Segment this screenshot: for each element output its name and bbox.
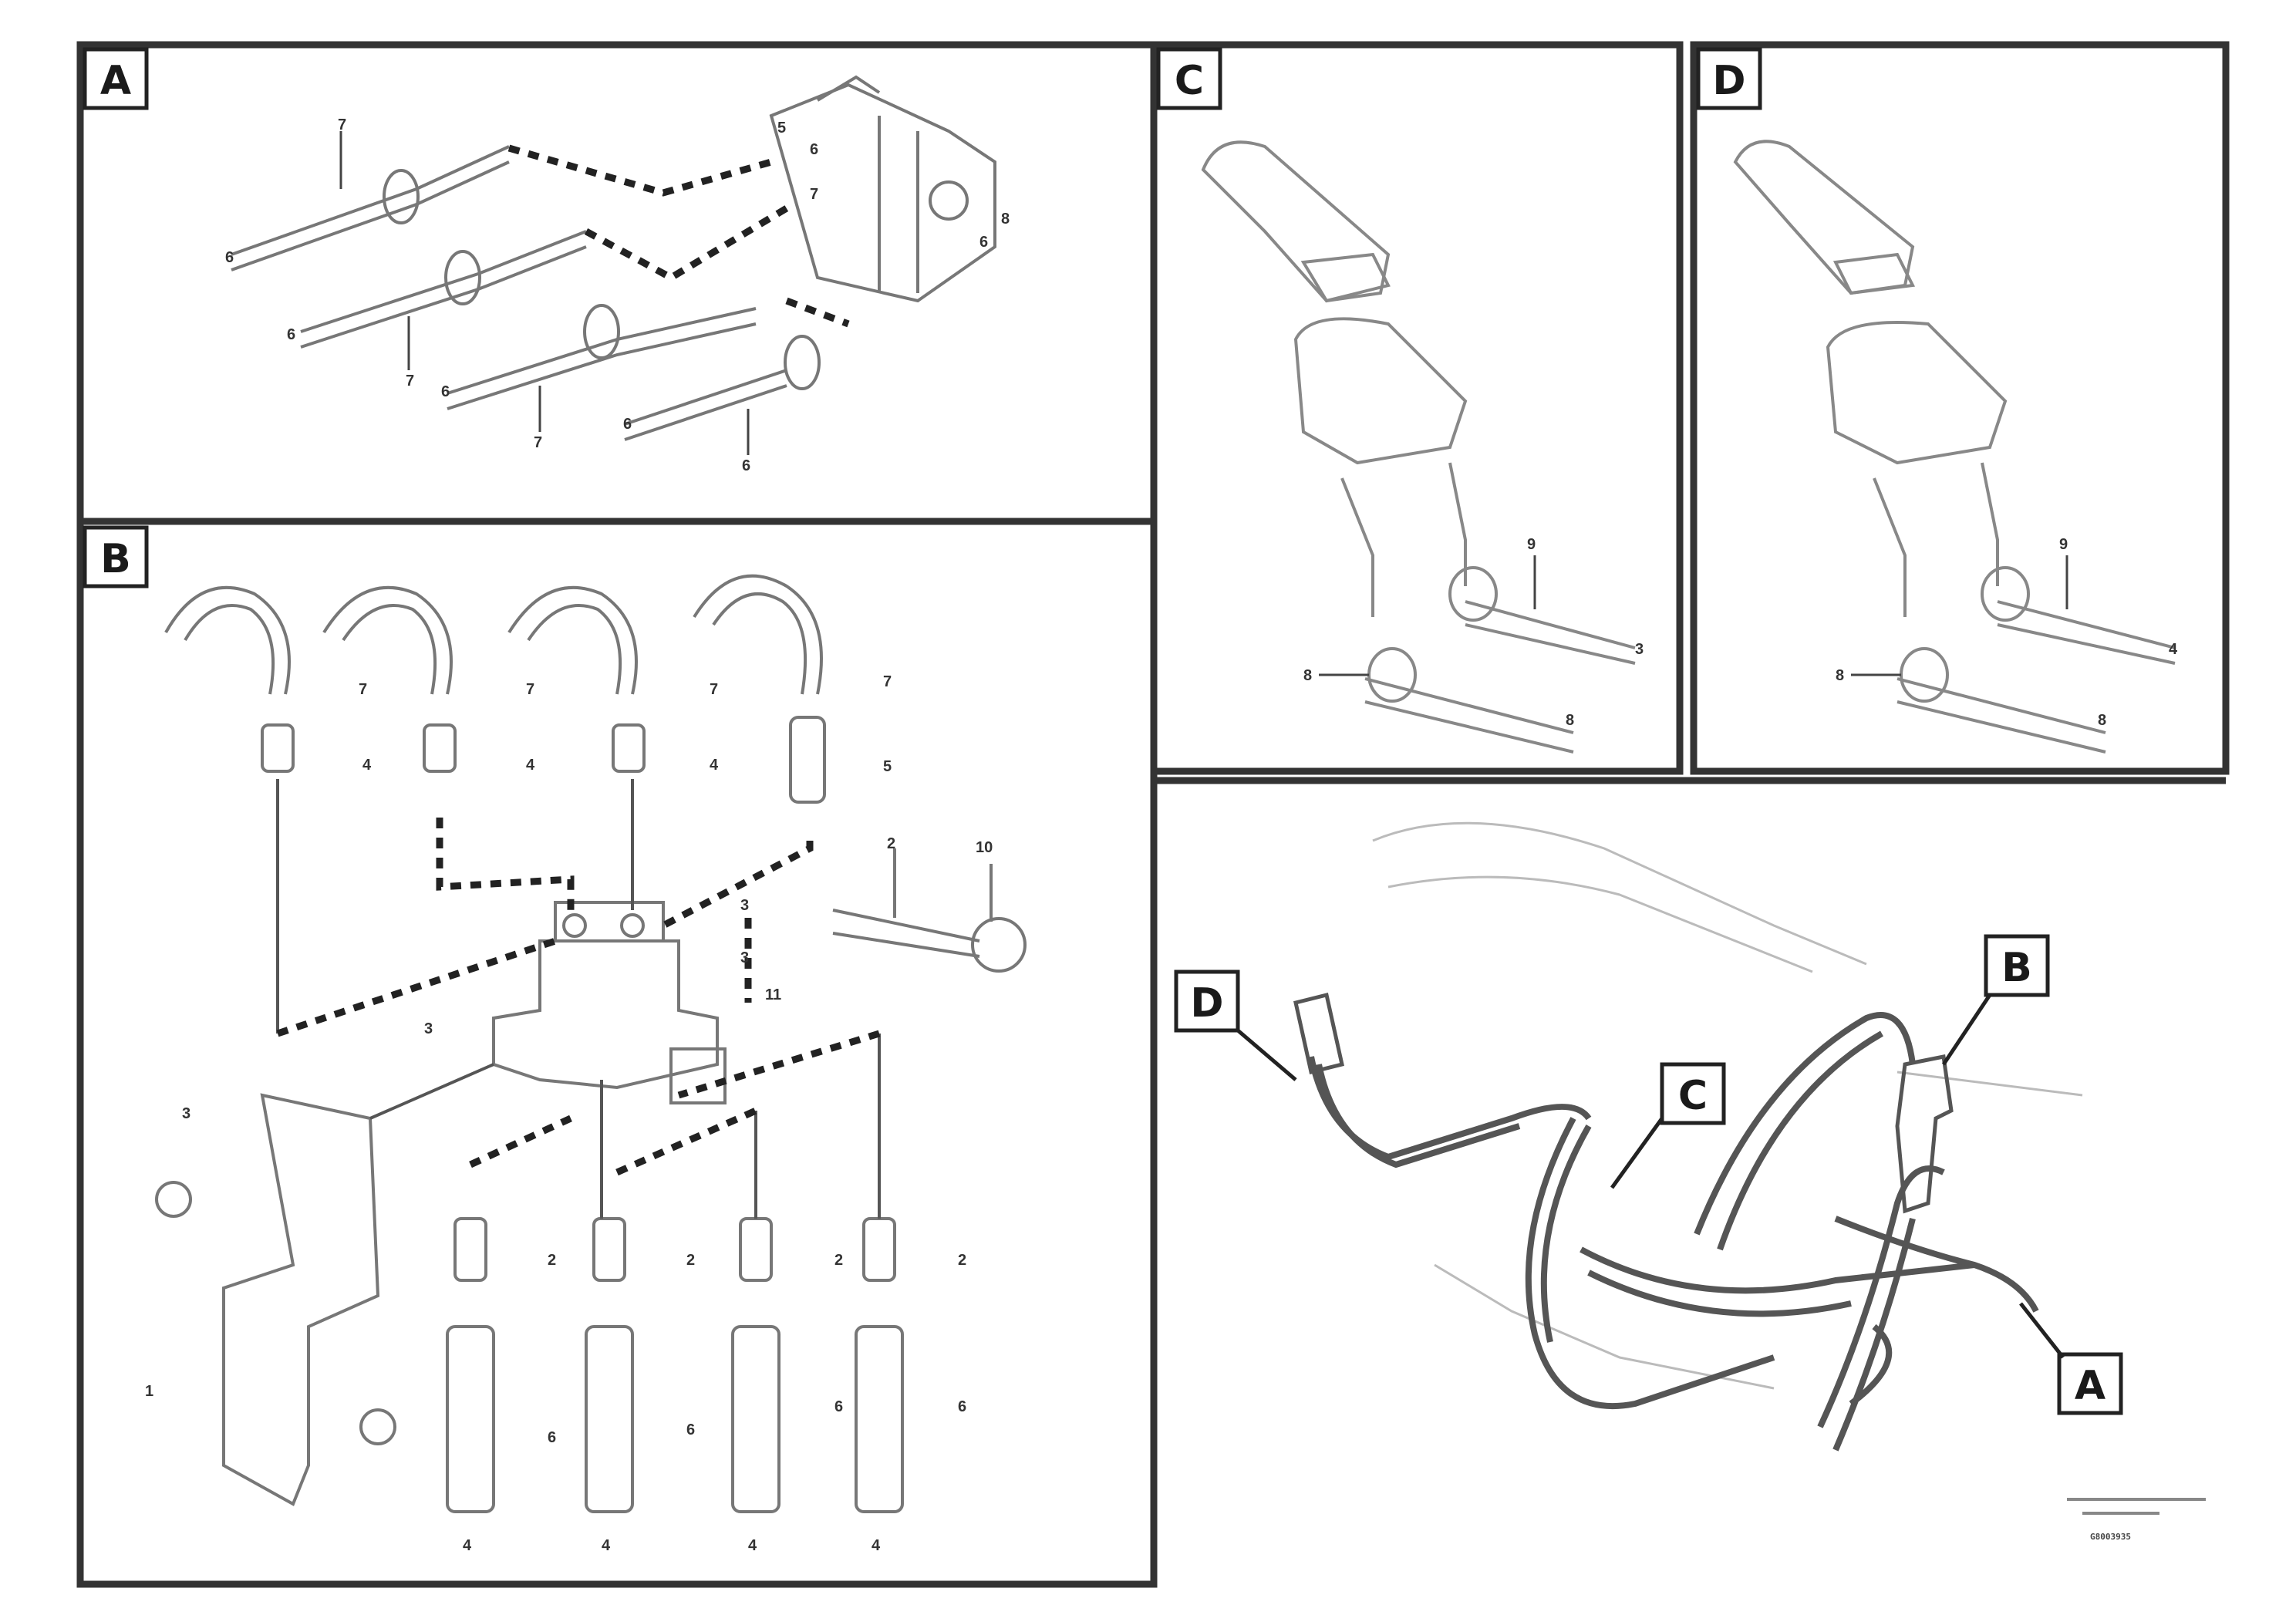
svg-text:A: A	[2075, 1363, 2106, 1409]
callout-b-18: 4	[463, 1537, 472, 1554]
callout-b-16: 2	[834, 1252, 843, 1269]
callout-b-19: 4	[602, 1537, 611, 1554]
callout-c-2: 3	[1635, 641, 1644, 658]
overview-label-d: D	[1174, 969, 1297, 1081]
callout-a-12: 6	[979, 234, 988, 251]
callout-b-14: 2	[548, 1252, 556, 1269]
callout-b-15: 2	[686, 1252, 695, 1269]
drawing-reference: G8003935	[2067, 1498, 2206, 1542]
callout-c-0: 9	[1527, 536, 1536, 553]
callout-b-0: 7	[359, 681, 367, 698]
panel-a-callouts: 7 6 5 6 7 6 7 6 7 6 8 6 6	[225, 116, 1010, 474]
callout-b-12: 11	[765, 986, 781, 1003]
panel-c-label: C	[1156, 47, 1222, 110]
drawing-reference-code: G8003935	[2090, 1532, 2131, 1542]
panel-d-drawing	[1733, 140, 2176, 754]
callout-c-3: 8	[1566, 712, 1574, 729]
callout-b-17: 2	[958, 1252, 966, 1269]
panel-b-label: B	[83, 525, 149, 588]
panel-b-dashed-routes	[276, 818, 881, 1176]
panel-c-callouts: 9 8 3 8	[1303, 536, 1644, 729]
callout-d-0: 9	[2059, 536, 2068, 553]
svg-text:D: D	[1712, 58, 1745, 104]
callout-a-7: 6	[441, 383, 450, 400]
panel-b-callouts: 7 4 7 4 7 4 7 5 2 10 3 3 11 3 2 2 2 2 4 …	[145, 673, 993, 1554]
callout-b-24: 6	[834, 1398, 843, 1415]
panel-a-frame	[76, 41, 1158, 525]
overview-drawing	[1372, 821, 2083, 1390]
callout-d-1: 8	[1836, 667, 1844, 684]
panel-c-frame	[1150, 41, 1684, 775]
panel-d-label: D	[1696, 47, 1762, 110]
callout-b-27: 1	[145, 1383, 153, 1400]
callout-b-13: 3	[424, 1020, 433, 1037]
overview-label-a: A	[2019, 1302, 2123, 1415]
panel-d-callouts: 9 8 4 8	[1836, 536, 2178, 729]
callout-b-9: 10	[976, 839, 993, 856]
callout-b-22: 6	[548, 1429, 556, 1446]
callout-b-6: 7	[883, 673, 892, 690]
callout-b-4: 7	[710, 681, 718, 698]
callout-b-11: 3	[740, 949, 749, 966]
svg-text:A: A	[100, 58, 131, 104]
callout-b-7: 5	[883, 758, 892, 775]
svg-text:C: C	[1175, 58, 1204, 104]
callout-a-3: 6	[810, 141, 818, 158]
callout-b-1: 4	[362, 757, 372, 774]
overview-bracket	[1293, 992, 1954, 1214]
callout-b-8: 2	[887, 835, 895, 852]
callout-b-10: 3	[740, 897, 749, 914]
callout-b-25: 6	[958, 1398, 966, 1415]
callout-a-1: 6	[225, 249, 234, 266]
callout-c-1: 8	[1303, 667, 1312, 684]
overview-label-b: B	[1941, 934, 2050, 1066]
panel-c-drawing	[1201, 140, 1636, 754]
panel-a-dashed-routes	[507, 144, 850, 328]
overview-label-c: C	[1610, 1062, 1726, 1189]
callout-a-5: 6	[287, 326, 295, 343]
panel-b-drawing	[155, 574, 1027, 1513]
svg-text:B: B	[100, 536, 131, 582]
callout-a-10: 8	[1001, 211, 1010, 228]
overview-harness	[1308, 1012, 2039, 1452]
callout-a-2: 5	[777, 120, 786, 137]
callout-a-0: 7	[338, 116, 346, 133]
callout-a-8: 7	[534, 434, 542, 451]
panel-b-frame	[76, 518, 1158, 1588]
panel-a-label: A	[83, 47, 149, 110]
svg-text:D: D	[1190, 980, 1223, 1027]
callout-b-23: 6	[686, 1421, 695, 1438]
panel-d-frame	[1690, 41, 2230, 775]
callout-b-2: 7	[526, 681, 534, 698]
callout-a-11: 6	[742, 457, 750, 474]
callout-a-4: 7	[810, 186, 818, 203]
callout-d-3: 8	[2098, 712, 2106, 729]
callout-d-2: 4	[2169, 641, 2178, 658]
callout-b-20: 4	[748, 1537, 757, 1554]
svg-text:B: B	[2001, 945, 2032, 991]
svg-text:C: C	[1678, 1073, 1708, 1119]
callout-b-5: 4	[710, 757, 719, 774]
callout-a-6: 7	[406, 373, 414, 389]
callout-b-3: 4	[526, 757, 535, 774]
callout-b-21: 4	[872, 1537, 881, 1554]
callout-b-26: 3	[182, 1105, 190, 1122]
panel-a-drawing	[231, 75, 996, 455]
callout-a-9: 6	[623, 416, 632, 433]
